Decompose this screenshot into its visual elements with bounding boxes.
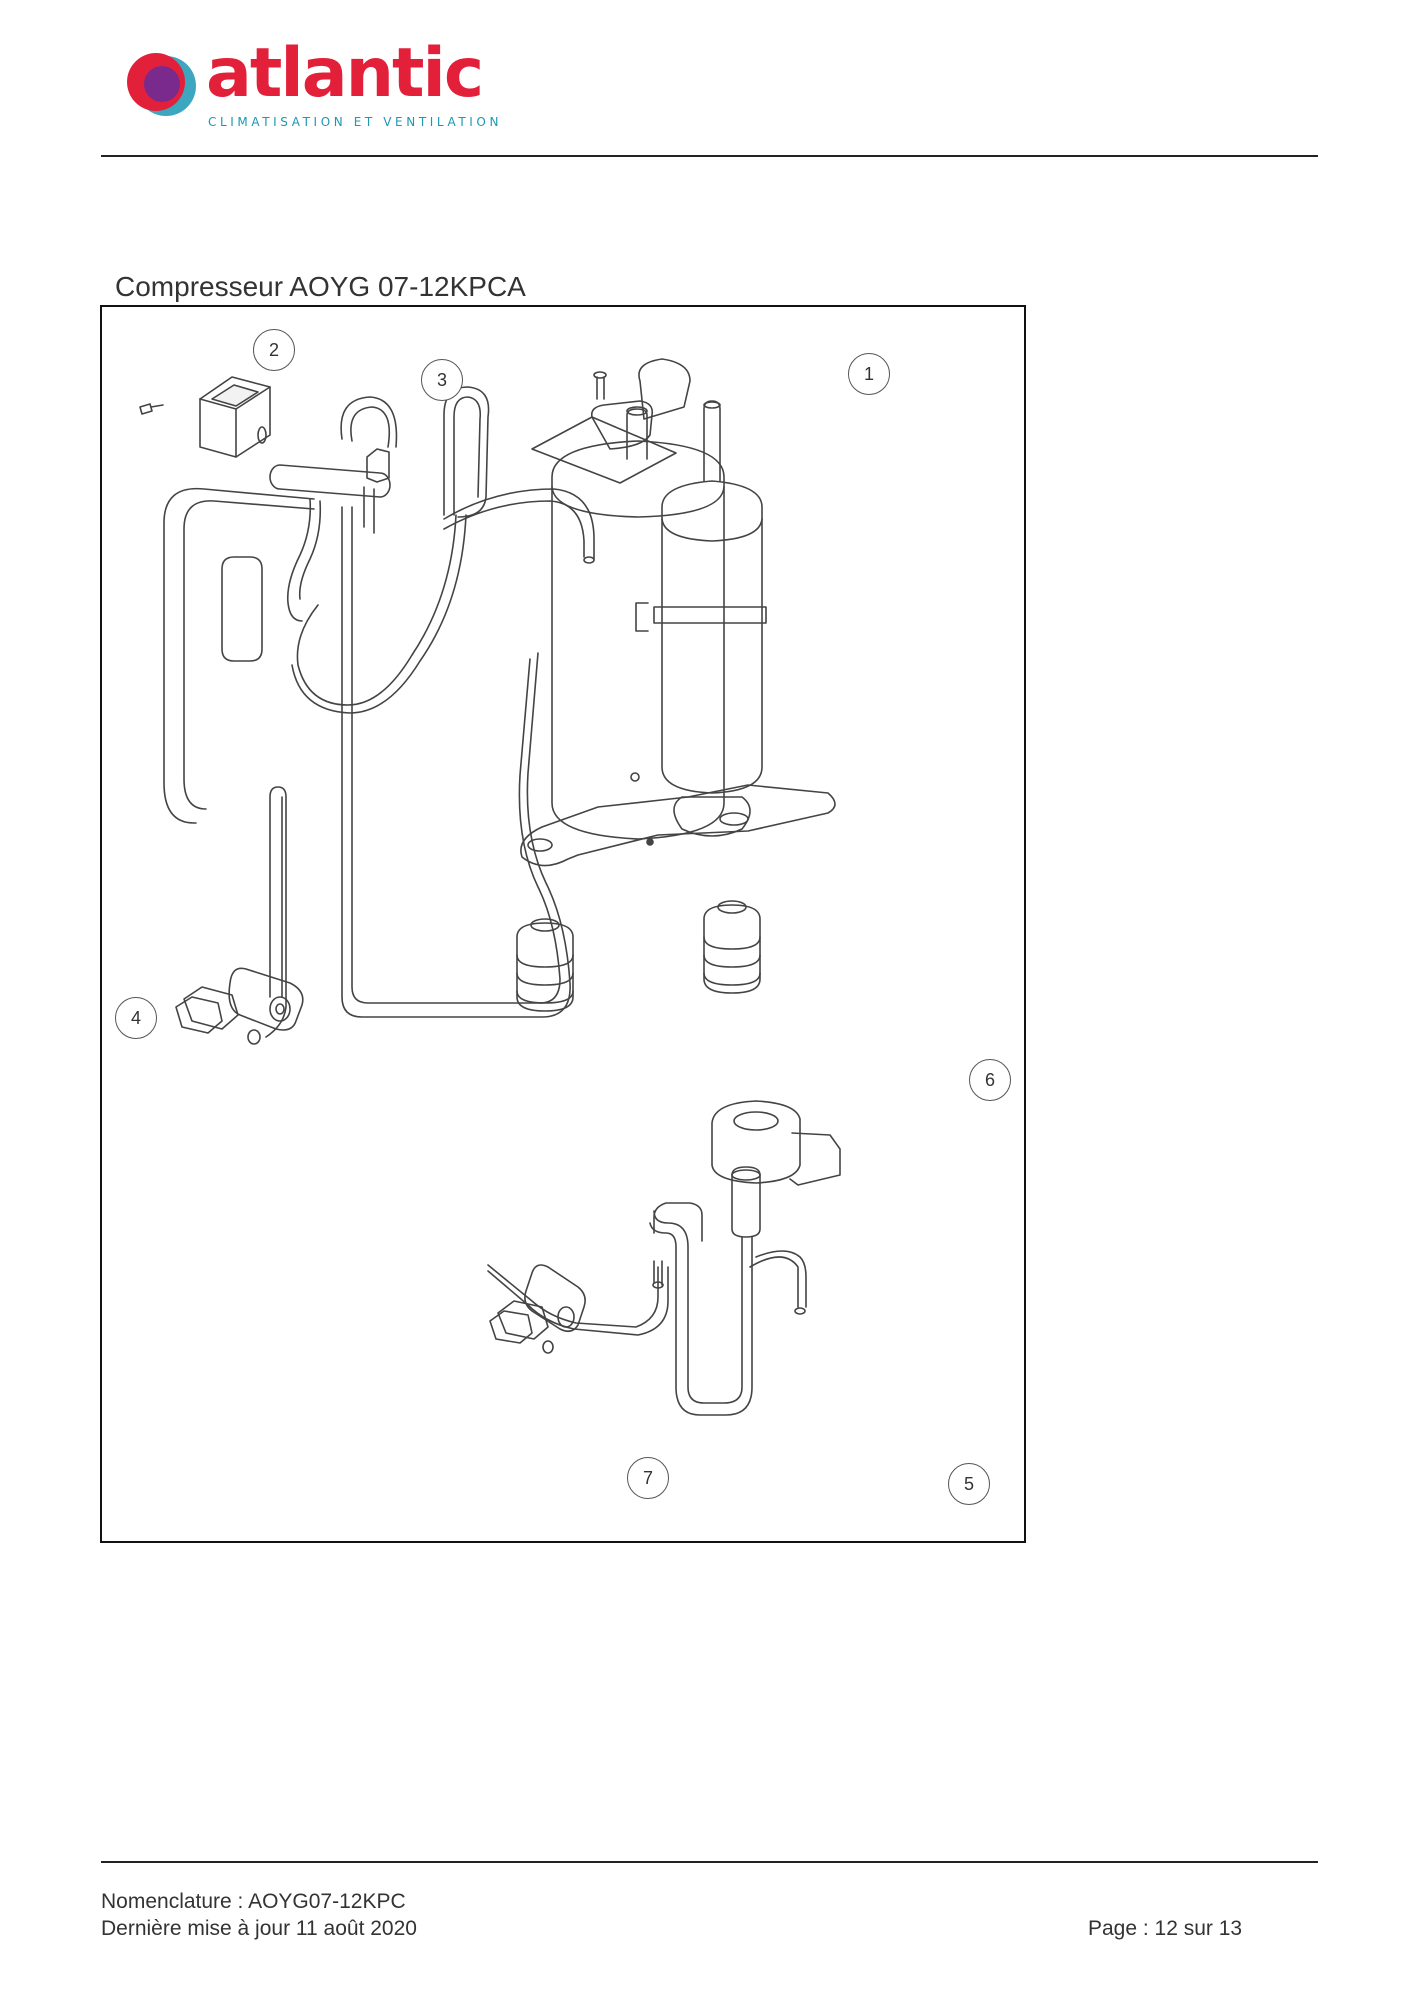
callout-7: 7	[627, 1457, 669, 1499]
section-title: Compresseur AOYG 07-12KPCA	[115, 271, 526, 302]
rubber-foot-right	[703, 900, 761, 994]
footer-last-update: Dernière mise à jour 11 août 2020	[101, 1917, 417, 1940]
header-divider	[101, 155, 1318, 157]
callout-1: 1	[848, 353, 890, 395]
callout-6: 6	[969, 1059, 1011, 1101]
solenoid-coil-part	[711, 1100, 841, 1186]
brand-name: atlantic	[206, 34, 484, 113]
callout-3: 3	[421, 359, 463, 401]
exploded-view-drawing	[139, 358, 841, 1416]
exploded-view-figure: 1 2 3 4 5 6 7	[100, 305, 1026, 1543]
footer-divider	[101, 1861, 1318, 1863]
footer-nomenclature: Nomenclature : AOYG07-12KPC	[101, 1890, 406, 1913]
callout-4: 4	[115, 997, 157, 1039]
atlantic-logo: atlantic CLIMATISATION ET VENTILATION	[122, 40, 498, 136]
coil-cover-part	[139, 376, 271, 458]
compressor-part	[516, 358, 836, 1012]
logo-emblem-icon	[127, 53, 196, 116]
brand-tagline: CLIMATISATION ET VENTILATION	[208, 115, 503, 129]
callout-5: 5	[948, 1463, 990, 1505]
service-valve-left-part	[175, 786, 304, 1045]
rubber-foot-left	[516, 918, 574, 1012]
callout-2: 2	[253, 329, 295, 371]
valve-piping-part	[163, 386, 595, 1018]
service-valve-right-part	[487, 1264, 669, 1354]
expansion-valve-part	[649, 1166, 807, 1416]
footer-page-number: Page : 12 sur 13	[1088, 1917, 1243, 1940]
